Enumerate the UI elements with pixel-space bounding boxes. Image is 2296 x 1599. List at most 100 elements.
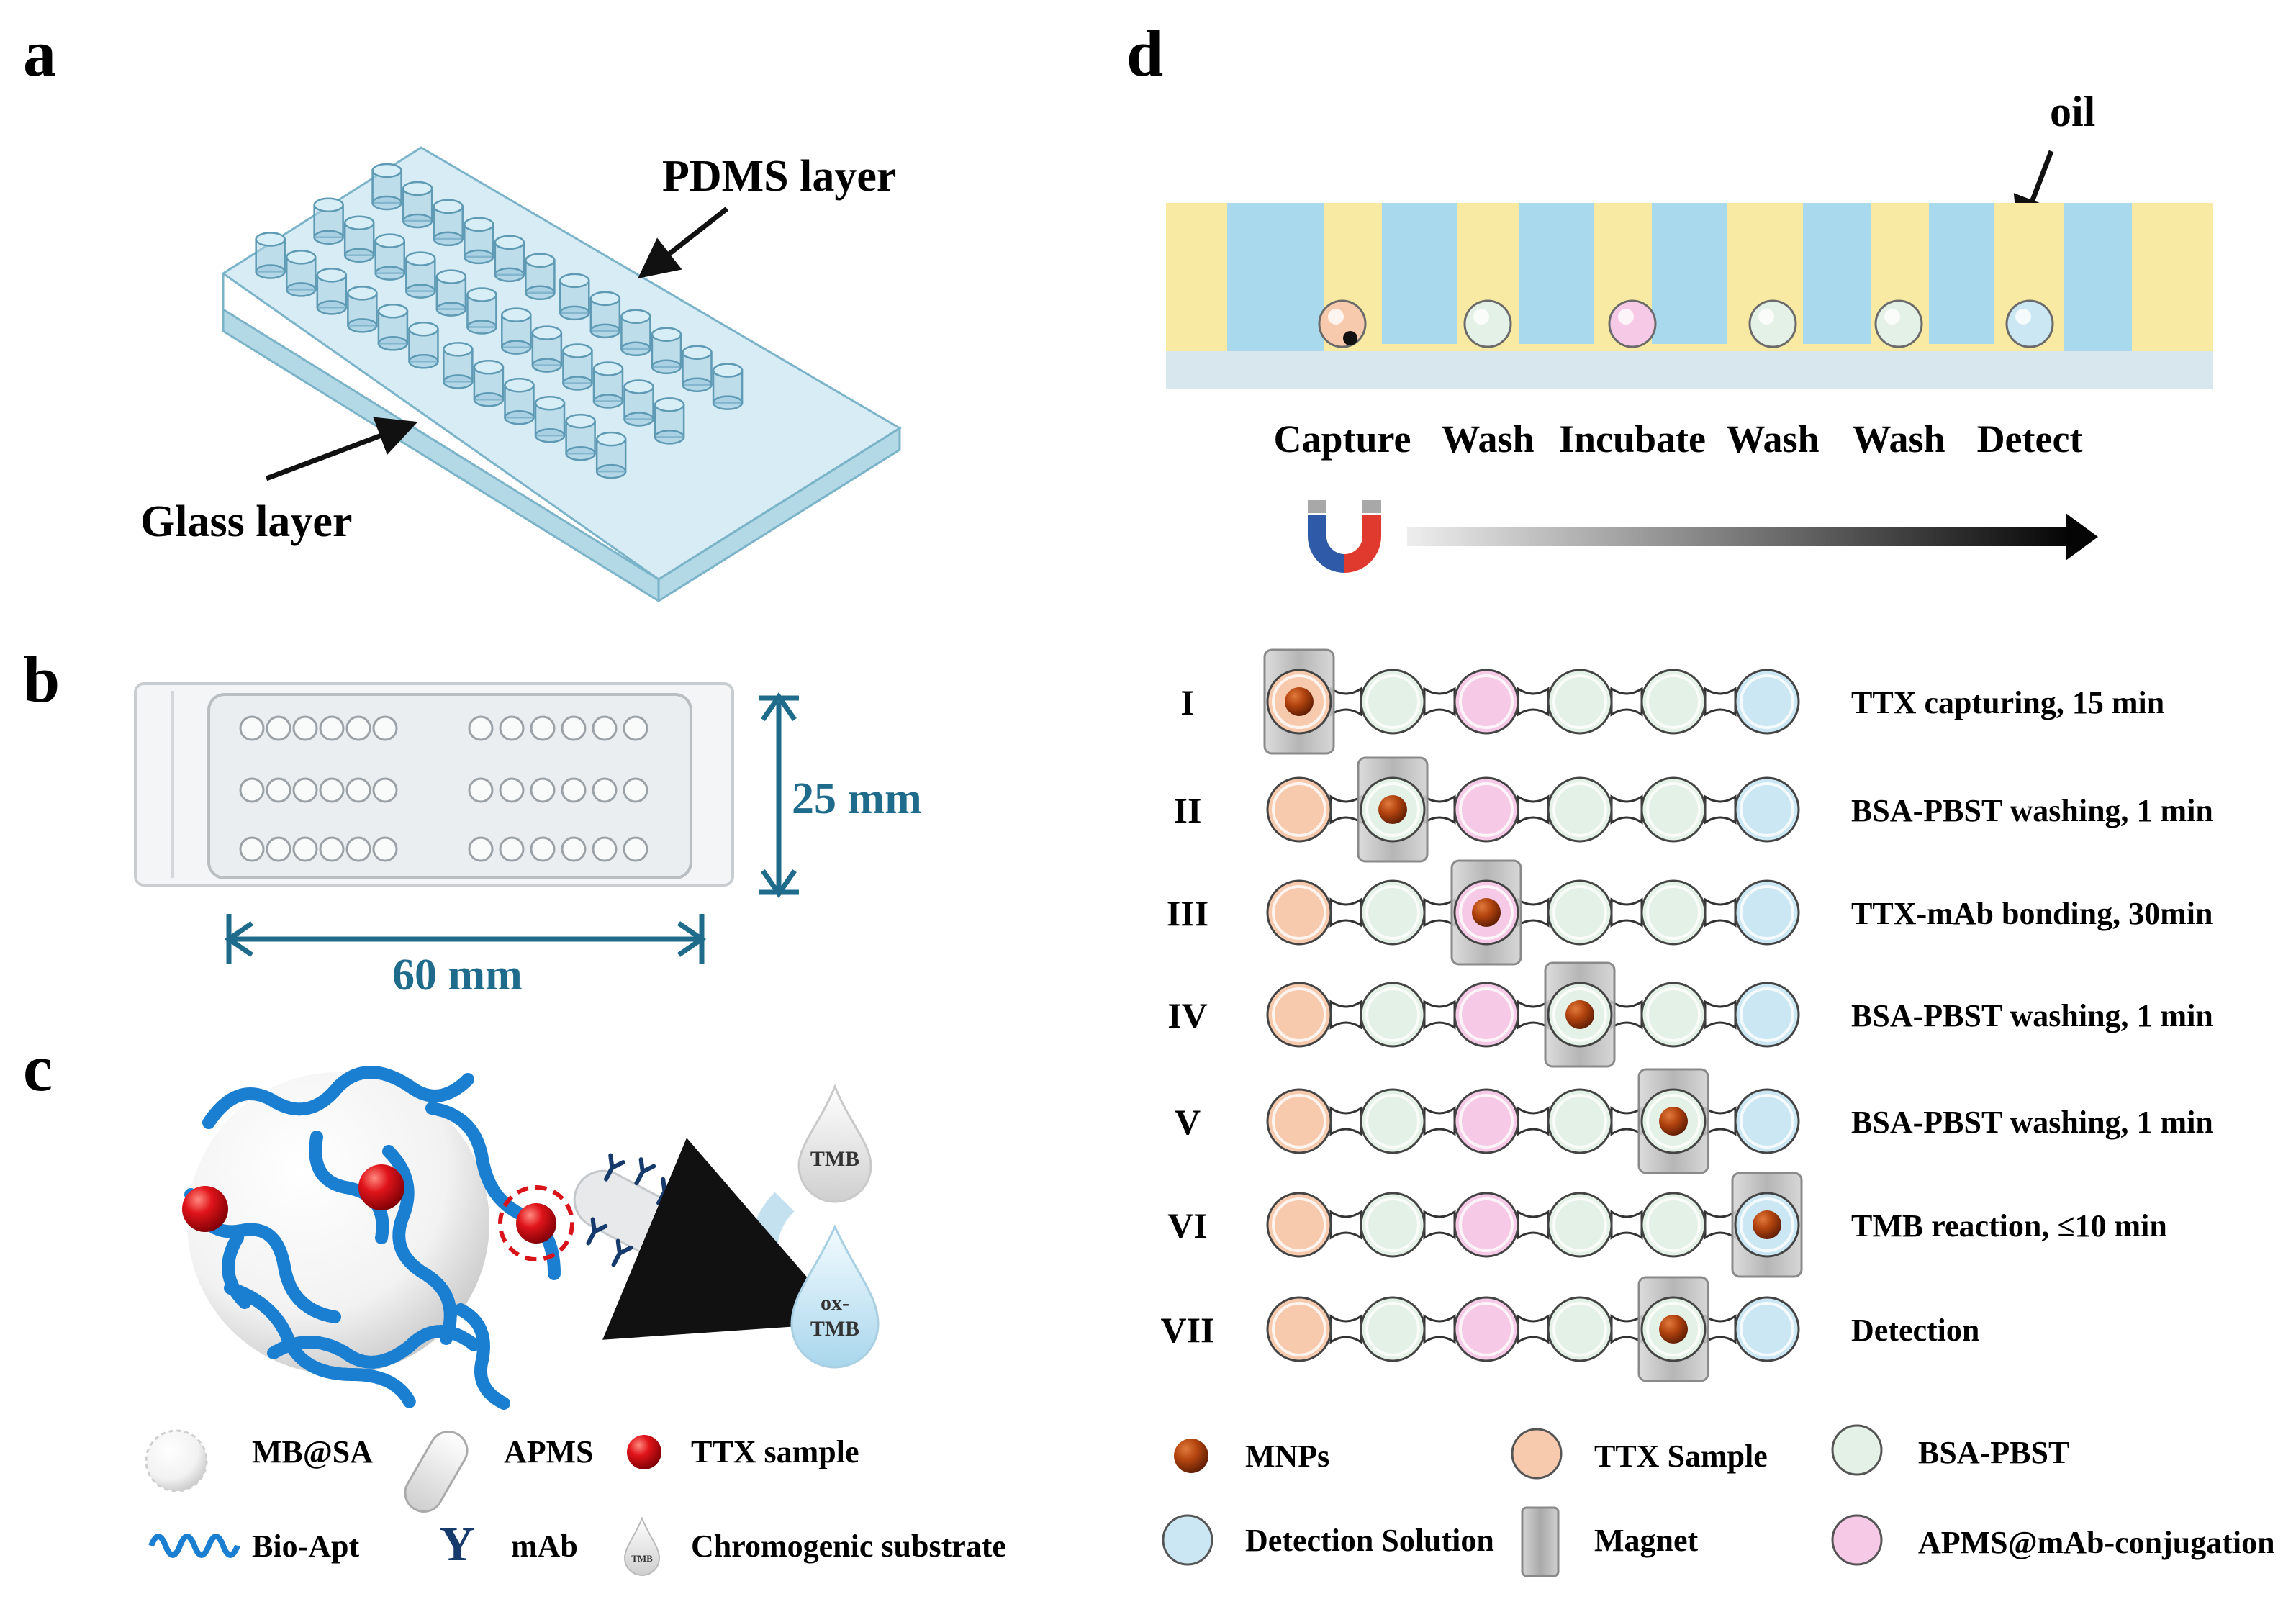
chamber-rim: [1552, 1094, 1607, 1149]
mab-icon: Y: [439, 1516, 474, 1571]
chamber: [1734, 669, 1800, 735]
legend-label-bsa-pbst: BSA-PBST: [1918, 1435, 2069, 1470]
bio-apt-strands: [184, 1066, 561, 1410]
aptamer-strand: [309, 1131, 389, 1244]
chamber: [1266, 1296, 1332, 1362]
assay-step-row: V BSA-PBST washing, 1 min: [1175, 1068, 2213, 1174]
chamber-rim: [1646, 1197, 1701, 1252]
mnp-icon: [1174, 1439, 1208, 1473]
chamber-rim: [1740, 885, 1794, 940]
tmb-drop-label: TMB: [810, 1147, 859, 1171]
photo-well: [561, 836, 587, 862]
chamber-connector: [1517, 1314, 1550, 1344]
mnp-particle: [1378, 795, 1407, 824]
chamber-connector: [1610, 1000, 1643, 1030]
chromogenic-drop-icon: [623, 1516, 661, 1576]
chip-well: [402, 181, 433, 229]
photo-well-array: [239, 715, 648, 862]
chamber-rim: [1459, 1094, 1514, 1149]
chamber-rim: [1552, 987, 1607, 1042]
chamber: [1453, 669, 1519, 735]
chip-well: [408, 322, 439, 369]
chip-well: [255, 232, 286, 279]
chip-well: [405, 251, 436, 299]
chamber-connector: [1704, 1210, 1737, 1240]
chip-well: [371, 163, 402, 211]
chamber-connector: [1423, 1106, 1456, 1136]
photo-well: [239, 836, 265, 862]
chamber-rim: [1552, 1197, 1607, 1252]
pdms-layer-label: PDMS layer: [662, 152, 896, 201]
ox-tmb-drop: [790, 1224, 880, 1369]
chamber: [1640, 776, 1707, 843]
chamber-connector: [1423, 897, 1456, 928]
droplet-highlight: [2015, 309, 2031, 325]
panel-label-c: c: [23, 1031, 53, 1105]
chamber-connector: [1423, 794, 1456, 825]
chamber-rim: [1740, 987, 1794, 1042]
aptamer-strand: [202, 1066, 474, 1129]
photo-well: [239, 777, 265, 803]
chamber-rim: [1740, 1302, 1794, 1356]
chamber-connector: [1517, 897, 1550, 928]
step-numeral: VII: [1160, 1310, 1214, 1350]
chamber-connector: [1704, 897, 1737, 928]
step-description: TMB reaction, ≤10 min: [1851, 1208, 2167, 1244]
glass-substrate: [1166, 349, 2213, 389]
photo-well: [468, 836, 494, 862]
droplet: [1463, 299, 1512, 348]
chamber-rim: [1459, 1302, 1514, 1356]
chamber-side-view: [1166, 203, 2213, 351]
chamber-connector: [1423, 1000, 1456, 1030]
chip-well: [559, 273, 590, 321]
chamber-rim: [1365, 782, 1420, 837]
photo-well: [592, 777, 618, 803]
step-description: TTX-mAb bonding, 30min: [1851, 896, 2213, 931]
photo-well: [372, 836, 398, 862]
chamber: [1266, 982, 1332, 1048]
photo-well: [561, 777, 587, 803]
chamber: [1360, 1088, 1426, 1154]
chamber-connector: [1423, 1210, 1456, 1240]
assay-step-row: VII Detection: [1160, 1276, 1979, 1382]
pdms-pointer-arrow: [638, 207, 729, 278]
photo-well: [319, 836, 345, 862]
photo-well: [592, 715, 618, 741]
step-label: Capture: [1273, 417, 1411, 461]
chamber-rim: [1272, 885, 1326, 940]
chamber-connector: [1329, 1106, 1362, 1136]
chip-well: [623, 379, 654, 427]
chamber: [1360, 1296, 1426, 1362]
oil-label: oil: [2050, 88, 2095, 135]
photo-well: [468, 715, 494, 741]
chamber: [1734, 982, 1800, 1048]
step-numeral: V: [1175, 1102, 1201, 1142]
aptamer-strand: [267, 1325, 482, 1369]
step-label: Wash: [1441, 417, 1534, 461]
step-description: BSA-PBST washing, 1 min: [1851, 1105, 2213, 1140]
step-description: Detection: [1851, 1313, 1979, 1348]
chip-well: [504, 378, 535, 425]
photo-well: [292, 715, 318, 741]
ttx-molecule: [516, 1203, 556, 1244]
ttx-sample-chamber-icon: [1511, 1428, 1563, 1480]
chamber-rim: [1646, 987, 1701, 1042]
chamber-connector: [1329, 1314, 1362, 1344]
ttx-sample-icon: [627, 1435, 661, 1469]
chip-well: [494, 235, 525, 283]
binding-site-highlight: [498, 1185, 574, 1261]
chamber: [1547, 776, 1613, 843]
photo-well: [319, 777, 345, 803]
photo-well: [266, 715, 291, 741]
chip-well: [374, 233, 405, 281]
step-label: Wash: [1852, 417, 1945, 461]
chip-well: [316, 268, 348, 315]
chamber: [1640, 1192, 1707, 1258]
photo-well: [372, 715, 398, 741]
chamber-connector: [1610, 687, 1643, 717]
chamber-rim: [1552, 782, 1607, 837]
chamber-connector: [1329, 1000, 1362, 1030]
mnp-particle: [1343, 331, 1357, 345]
chamber-rim: [1459, 987, 1514, 1042]
chamber: [1266, 1088, 1332, 1154]
